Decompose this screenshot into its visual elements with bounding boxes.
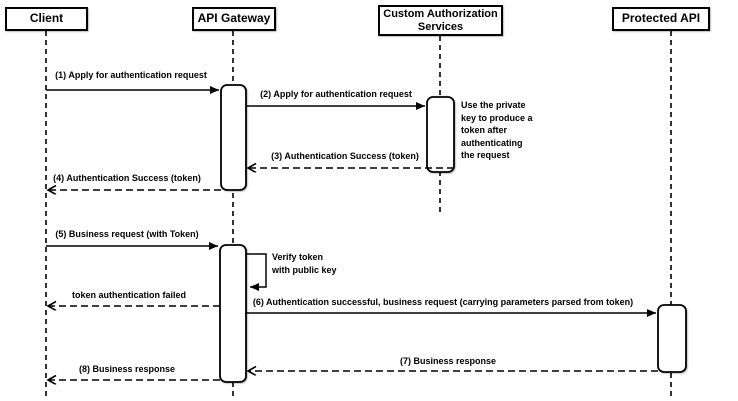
participant-client: Client	[5, 7, 88, 31]
message-label-token-failed: token authentication failed	[71, 290, 187, 300]
message-label-3: (3) Authentication Success (token)	[271, 151, 419, 161]
note-private-key: Use the private key to produce a token a…	[461, 100, 533, 160]
activation-custom-authorization-services	[426, 96, 455, 173]
message-label-8: (8) Business response	[78, 364, 176, 374]
message-label-7: (7) Business response	[399, 356, 497, 366]
message-label-verify-token: Verify token with public key	[272, 252, 337, 275]
participant-custom-authorization-services: Custom Authorization Services	[378, 5, 503, 36]
message-label-4: (4) Authentication Success (token)	[53, 173, 201, 183]
participant-api-gateway: API Gateway	[192, 7, 276, 31]
activation-protected-api	[657, 304, 687, 373]
participant-protected-api: Protected API	[612, 7, 710, 31]
message-label-5: (5) Business request (with Token)	[55, 229, 199, 239]
message-label-1: (1) Apply for authentication request	[55, 70, 207, 80]
activation-api-gateway-2	[219, 244, 247, 383]
message-label-6: (6) Authentication successful, business …	[252, 297, 634, 307]
arrow-self-verify-token	[246, 253, 267, 291]
message-label-2: (2) Apply for authentication request	[260, 89, 412, 99]
activation-api-gateway-1	[220, 84, 247, 191]
